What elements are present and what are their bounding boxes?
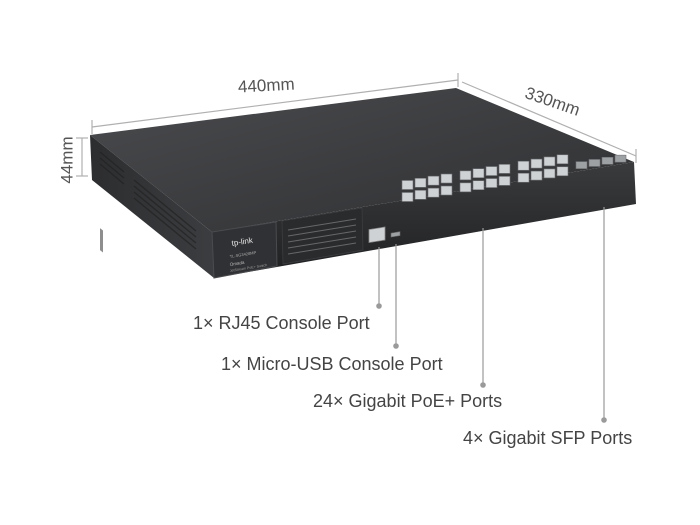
sfp-port: [601, 157, 614, 165]
model-text: TL-SG3428MP: [229, 250, 256, 259]
rj45-port: [498, 164, 511, 174]
rj45-console-port: [368, 226, 386, 244]
callout-poe-ports: 24× Gigabit PoE+ Ports: [313, 391, 503, 411]
rj45-port: [414, 190, 427, 200]
rj45-port: [530, 170, 543, 181]
sfp-port: [614, 154, 627, 163]
width-dimension-label: 440mm: [237, 74, 296, 97]
rj45-port: [530, 158, 543, 169]
callout-leaders: [376, 207, 607, 423]
callout-rj45-console-port: 1× RJ45 Console Port: [193, 313, 370, 333]
poe-port-array: [401, 154, 569, 202]
height-dimension-label: 44mm: [57, 136, 77, 184]
rj45-port: [543, 168, 556, 179]
sfp-port: [575, 161, 588, 169]
switch-top-panel: [90, 88, 634, 232]
rack-ear: [211, 221, 278, 279]
rj45-port: [427, 187, 440, 198]
series-text: Omada: [229, 260, 245, 267]
rj45-port: [401, 180, 414, 190]
rj45-port: [427, 175, 440, 186]
rj45-port: [517, 160, 530, 171]
callout-micro-usb-console-port: 1× Micro-USB Console Port: [221, 354, 443, 374]
rj45-port: [485, 178, 498, 188]
brand-logo: tp-link: [231, 236, 254, 248]
rj45-port: [517, 172, 530, 183]
rj45-port: [556, 154, 569, 165]
subtitle-text: JetStream PoE+ Switch: [230, 263, 268, 273]
rj45-port: [401, 192, 414, 202]
callout-sfp-ports: 4× Gigabit SFP Ports: [463, 428, 633, 448]
rj45-port: [414, 178, 427, 188]
sfp-port: [588, 159, 601, 167]
rj45-port: [556, 166, 569, 177]
dimension-lines: [76, 73, 637, 177]
micro-usb-console-port: [390, 231, 401, 238]
sfp-port-array: [575, 154, 627, 169]
rj45-port: [472, 180, 485, 191]
side-vents: [100, 228, 103, 253]
width-dimension-line: [91, 79, 459, 128]
rj45-port: [459, 182, 472, 193]
rj45-port: [459, 170, 472, 181]
rj45-port: [485, 166, 498, 176]
rj45-port: [440, 185, 453, 196]
rj45-port: [440, 173, 453, 184]
rj45-port: [472, 168, 485, 179]
depth-dimension-line: [461, 81, 637, 157]
rj45-port: [498, 176, 511, 186]
rj45-port: [543, 156, 556, 167]
